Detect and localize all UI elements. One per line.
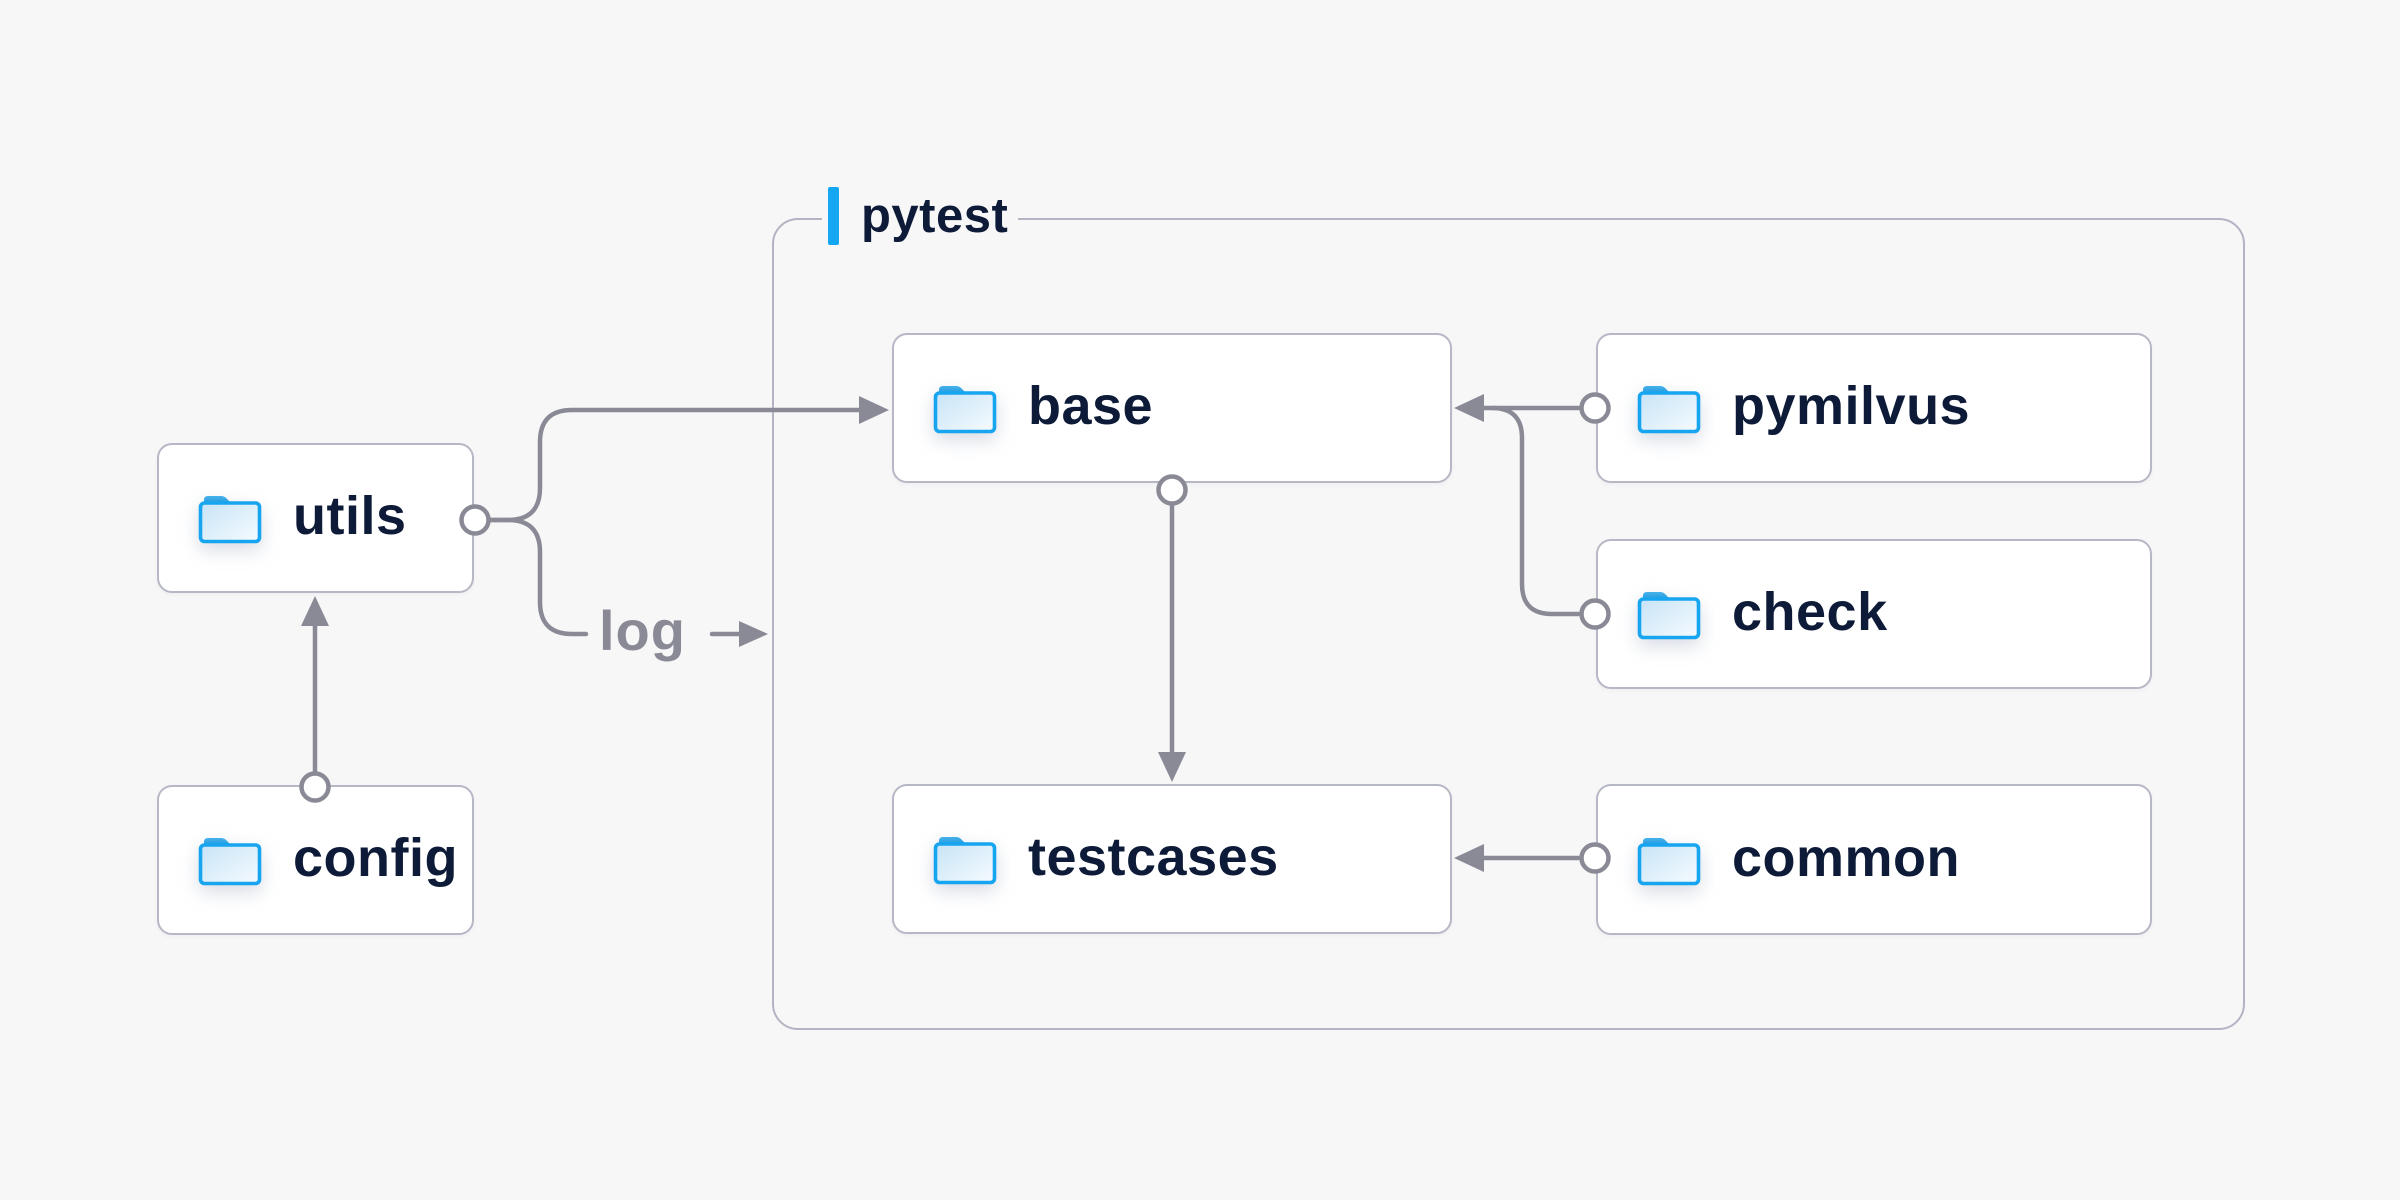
pytest-group-label: pytest bbox=[822, 184, 1019, 248]
node-common: common bbox=[1596, 784, 2152, 935]
accent-bar bbox=[828, 187, 839, 245]
node-testcases: testcases bbox=[892, 784, 1452, 934]
node-label: config bbox=[293, 828, 458, 888]
arrowhead-log bbox=[739, 621, 768, 647]
group-title: pytest bbox=[861, 188, 1009, 243]
folder-icon bbox=[1636, 381, 1702, 435]
node-base: base bbox=[892, 333, 1452, 483]
folder-icon bbox=[197, 833, 263, 887]
folder-icon bbox=[1636, 833, 1702, 887]
folder-icon bbox=[932, 381, 998, 435]
folder-icon bbox=[197, 491, 263, 545]
folder-icon bbox=[932, 832, 998, 886]
node-label: pymilvus bbox=[1732, 376, 1971, 436]
node-check: check bbox=[1596, 539, 2152, 689]
node-label: common bbox=[1732, 827, 1961, 888]
edge-utils-log bbox=[487, 517, 589, 637]
node-label: utils bbox=[293, 486, 407, 546]
folder-icon bbox=[1636, 587, 1702, 641]
node-label: testcases bbox=[1028, 827, 1279, 887]
node-config: config bbox=[157, 785, 474, 935]
arrowhead-config-utils bbox=[301, 596, 329, 626]
pytest-group-container: pytest bbox=[772, 184, 2245, 1030]
node-label: base bbox=[1028, 376, 1154, 436]
node-label: check bbox=[1732, 582, 1888, 642]
node-pymilvus: pymilvus bbox=[1596, 333, 2152, 483]
node-utils: utils bbox=[157, 443, 474, 593]
log-annotation: log bbox=[599, 599, 686, 662]
